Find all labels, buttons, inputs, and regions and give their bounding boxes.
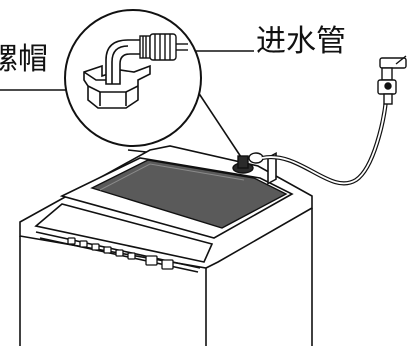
control-button-large (162, 260, 173, 269)
control-button (68, 238, 75, 244)
magnified-inlet-nut-icon (65, 10, 201, 146)
control-button-large (146, 256, 157, 265)
control-button (116, 250, 123, 256)
control-button (128, 253, 135, 259)
control-button (92, 244, 99, 250)
faucet-icon (378, 56, 406, 104)
nut-label: 螺帽 (0, 45, 48, 75)
hose-label: 进水管 (256, 27, 346, 57)
control-button (80, 241, 87, 247)
control-button (104, 247, 111, 253)
water-hose (262, 100, 386, 183)
magnifier-tangent-right (198, 92, 243, 160)
